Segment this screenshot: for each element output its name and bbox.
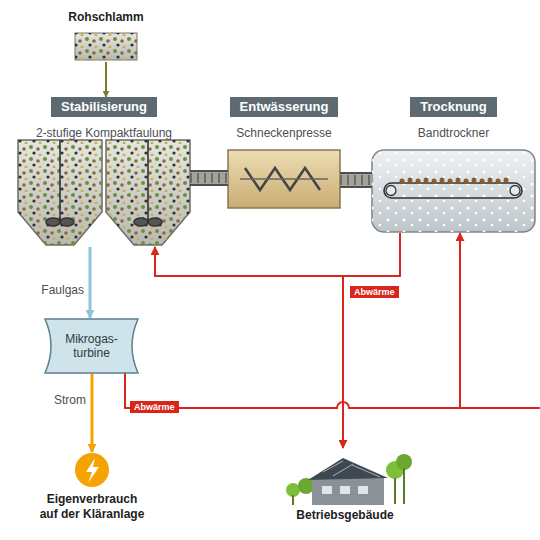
flow-arrow [106,62,107,97]
building-icon: Betriebsgebäude [265,448,425,530]
sludge-container: Rohschlamm [70,10,142,62]
flow-arrow [155,233,400,276]
unit-label: Mikrogas- turbine [60,332,124,361]
flow-arrow [92,374,93,452]
heat-tag: Abwärme [350,286,399,298]
stage-subtitle: Bandtrockner [418,126,489,140]
consumer-label: Betriebsgebäude [296,508,393,523]
heat-tag: Abwärme [130,401,179,413]
digester: Stabilisierung 2-stufige Kompaktfaulung [18,97,190,247]
stage-subtitle: 2-stufige Kompaktfaulung [36,126,172,140]
input-label: Rohschlamm [68,10,143,24]
sludge-pipe [190,178,228,179]
flow-arrow [125,233,460,408]
flow-arrow [343,233,400,448]
stage-subtitle: Schneckenpresse [236,126,331,140]
belt-dryer: TrocknungBandtrockner [372,97,535,233]
stage-heading: Trocknung [410,97,496,117]
stage-heading: Entwässerung [230,97,339,117]
screw-press: EntwässerungSchneckenpresse [228,97,340,212]
flow-label: Strom [54,393,86,407]
sludge-pipe [340,180,372,181]
consumer-label: Eigenverbrauch auf der Kläranlage [36,492,148,522]
power-icon: Eigenverbrauch auf der Kläranlage [12,452,172,530]
flow-label: Faulgas [41,283,84,297]
micro-gas-turbine: Mikrogas- turbine [44,318,139,374]
flow-arrow [90,247,91,318]
stage-heading: Stabilisierung [51,97,157,117]
